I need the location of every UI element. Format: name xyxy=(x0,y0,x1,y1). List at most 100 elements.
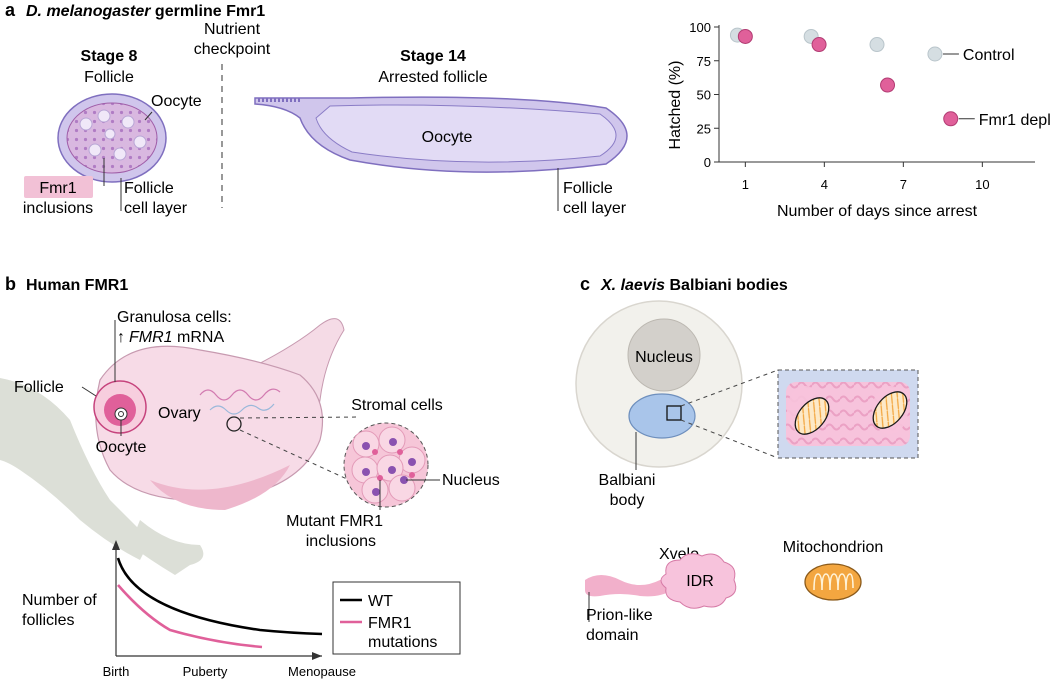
decline-ylabel: follicles xyxy=(22,612,74,629)
ovary-shadow xyxy=(150,465,290,510)
mito-label: Mitochondrion xyxy=(783,539,884,556)
scatter-point-fmr1 xyxy=(943,111,959,127)
granulosa-arrow: ↑ xyxy=(117,329,125,346)
scatter-y-tick-label: 75 xyxy=(697,54,711,69)
legend-fmr1-label: mutations xyxy=(368,634,437,651)
decline-x-arrow xyxy=(312,652,322,660)
decline-ylabel: Number of xyxy=(22,592,97,609)
stage8-subtitle: Follicle xyxy=(84,69,134,86)
checkpoint-l1: Nutrient xyxy=(204,21,261,38)
decline-fmr1-line xyxy=(117,584,263,649)
scatter-x-tick-label: 10 xyxy=(975,177,989,192)
follicle-label: Follicle xyxy=(14,379,64,396)
mutant-l1: Mutant FMR1 xyxy=(286,513,383,530)
prion-l2: domain xyxy=(586,627,638,644)
idr-label: IDR xyxy=(686,573,714,590)
vessel-pink xyxy=(199,388,281,401)
scatter-xlabel: Number of days since arrest xyxy=(777,203,978,220)
stage14-title: Stage 14 xyxy=(400,48,466,65)
decline-legend xyxy=(332,581,461,655)
scatter-legend-label: Control xyxy=(963,47,1015,64)
stage14-layer-l1: Follicle xyxy=(563,180,613,197)
inclusions-highlight xyxy=(24,176,93,198)
vessel-blue xyxy=(209,403,275,415)
panel-a-title: D. melanogaster germline Fmr1 xyxy=(26,3,265,20)
scatter-y-tick-label: 0 xyxy=(704,155,711,170)
stage8-follicle xyxy=(57,93,167,183)
mitochondrion xyxy=(804,563,862,601)
stage14-subtitle: Arrested follicle xyxy=(378,69,487,86)
panel-b-letter: b xyxy=(5,274,16,294)
tissue-bottom xyxy=(130,520,204,575)
ovary xyxy=(95,345,324,502)
nucleus-label-c: Nucleus xyxy=(635,349,693,366)
mito-cristae xyxy=(813,573,854,591)
scatter-y-tick-label: 100 xyxy=(689,20,711,35)
idr-blob xyxy=(660,553,737,609)
scatter-point-control xyxy=(927,46,943,62)
inclusions-label-l1: Fmr1 xyxy=(39,180,76,197)
stage8-layer-l2: cell layer xyxy=(124,200,188,217)
scatter-point-fmr1 xyxy=(811,37,827,53)
decline-x-label: Menopause xyxy=(288,664,356,679)
scatter-point-control xyxy=(869,37,885,53)
panel-c-title: X. laevis Balbiani bodies xyxy=(600,277,788,294)
decline-x-label: Birth xyxy=(103,664,130,679)
panel-a-title-italic: D. melanogaster xyxy=(26,3,151,20)
granulosa-rest: mRNA xyxy=(173,329,225,346)
xlaevis-nucleus xyxy=(627,318,701,392)
panel-b: b Human FMR1 Granulosa cells: ↑FMR1 mRNA… xyxy=(0,274,500,679)
tissue-left xyxy=(0,378,150,560)
decline-wt-line xyxy=(116,557,323,636)
scatter-x-tick-label: 1 xyxy=(742,177,749,192)
zoom-source xyxy=(226,416,242,432)
scatter-point-fmr1 xyxy=(737,28,753,44)
granulosa-l1: Granulosa cells: xyxy=(117,309,232,326)
stage8-oocyte-label: Oocyte xyxy=(151,93,202,110)
stage14-follicle xyxy=(254,96,628,173)
panel-a-title-rest: germline Fmr1 xyxy=(150,3,265,20)
stage14-layer-l2: cell layer xyxy=(563,200,627,217)
panel-c-title-italic: X. laevis xyxy=(600,277,665,294)
mutant-l2: inclusions xyxy=(306,533,376,550)
balbiani-zoom-box xyxy=(666,405,682,421)
scatter-legend-label: Fmr1 depletion xyxy=(979,112,1050,129)
balbiani-l1: Balbiani xyxy=(599,472,656,489)
ovary-label: Ovary xyxy=(158,405,201,422)
panel-a-letter: a xyxy=(5,0,16,20)
legend-fmr1-label: FMR1 xyxy=(368,615,412,632)
panel-c-letter: c xyxy=(580,274,590,294)
prion-like-domain-shape xyxy=(585,575,672,597)
scatter-x-tick-label: 4 xyxy=(821,177,828,192)
hatched-scatter-chart: Hatched (%) Number of days since arrest … xyxy=(667,20,1050,220)
checkpoint-l2: checkpoint xyxy=(194,41,271,58)
panel-b-title: Human FMR1 xyxy=(26,277,128,294)
scatter-ylabel: Hatched (%) xyxy=(667,61,684,150)
legend-wt-label: WT xyxy=(368,593,393,610)
scatter-x-tick-label: 7 xyxy=(900,177,907,192)
granulosa-l2: ↑FMR1 mRNA xyxy=(117,329,224,346)
decline-x-label: Puberty xyxy=(183,664,228,679)
stromal-label: Stromal cells xyxy=(351,397,443,414)
stage8-layer-l1: Follicle xyxy=(124,180,174,197)
prion-l1: Prion-like xyxy=(586,607,653,624)
panel-a: a D. melanogaster germline Fmr1 Stage 8 … xyxy=(5,0,1050,220)
stage14-oocyte-label: Oocyte xyxy=(422,129,473,146)
inclusions-label-l2: inclusions xyxy=(23,200,93,217)
balbiani-zoom xyxy=(777,369,919,459)
stage8-title: Stage 8 xyxy=(81,48,138,65)
panel-c-title-rest: Balbiani bodies xyxy=(665,277,788,294)
scatter-y-tick-label: 50 xyxy=(697,88,711,103)
scatter-y-tick-label: 25 xyxy=(697,121,711,136)
scatter-point-fmr1 xyxy=(880,77,896,93)
nucleus-label-b: Nucleus xyxy=(442,472,500,489)
balbiani-body xyxy=(628,393,696,439)
panel-c: c X. laevis Balbiani bodies Nucleus Balb… xyxy=(575,274,919,644)
balbiani-l2: body xyxy=(610,492,645,509)
granulosa-gene: FMR1 xyxy=(129,329,173,346)
oocyte-label: Oocyte xyxy=(96,439,147,456)
stromal-zoom xyxy=(343,422,429,508)
decline-y-arrow xyxy=(112,540,120,550)
